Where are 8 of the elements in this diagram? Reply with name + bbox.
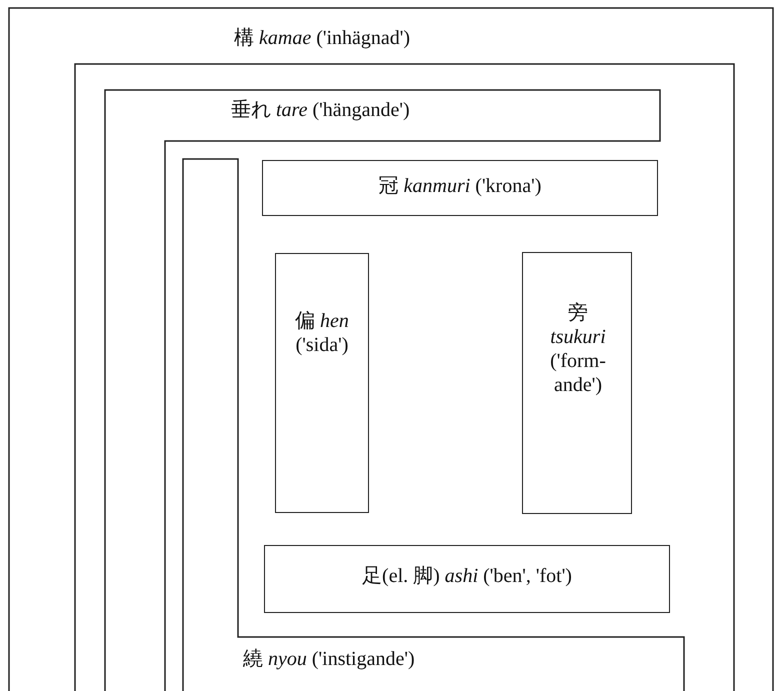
radical-label: 構 kamae ('inhägnad') [234,26,410,50]
radical-label: 繞 nyou ('instigande') [243,647,415,671]
radical-label: 垂れ tare ('hängande') [231,98,410,122]
radical-label: 旁 tsukuri ('form- ande') [549,301,607,397]
enclosure-frame [9,8,773,691]
radical-label: 足(el. 脚) ashi ('ben', 'fot') [361,564,573,588]
radical-label: 冠 kanmuri ('krona') [378,174,542,198]
radical-label: 偏 hen ('sida') [294,309,350,357]
